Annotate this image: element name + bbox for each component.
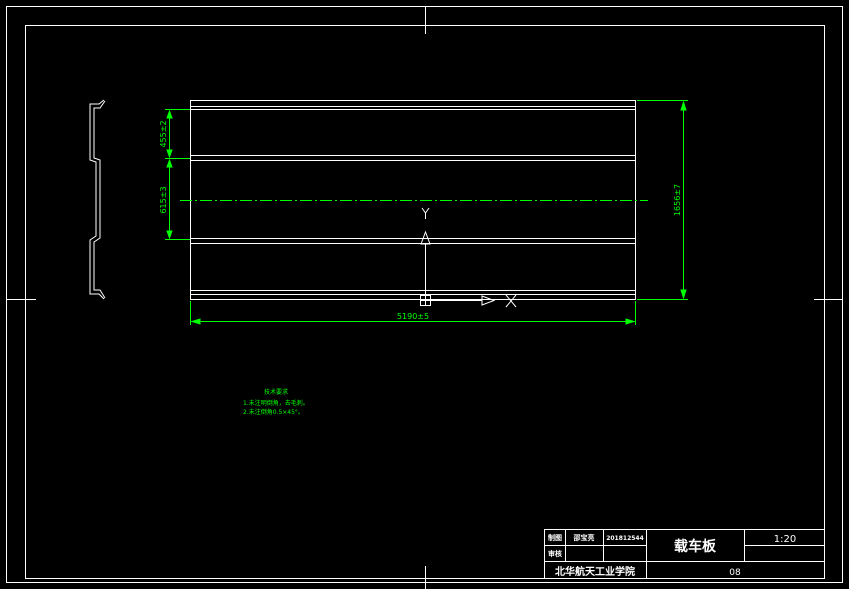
- dim-segment-middle-label: 615±3: [159, 186, 168, 213]
- side-profile-view: [89, 99, 106, 300]
- dim-segment-top-label: 455±2: [159, 120, 168, 147]
- dim-overall-height: [637, 100, 688, 300]
- dim-overall-width: [190, 301, 636, 325]
- plate-rib-lines: [190, 106, 636, 295]
- title-school: 北华航天工业学院: [555, 565, 635, 578]
- title-block: [544, 529, 825, 579]
- title-drawing-no: 08: [729, 568, 741, 578]
- dim-overall-width-label: 5190±5: [397, 312, 429, 321]
- tech-note-1: 1.未注明倒角，去毛刺。: [243, 399, 309, 407]
- dim-overall-height-label: 1656±7: [673, 184, 682, 216]
- title-student-id: 201812544: [606, 535, 644, 542]
- dim-segments-left: [165, 109, 190, 240]
- centering-marks: [6, 6, 843, 589]
- title-drawn-label: 制图: [548, 533, 562, 542]
- title-designer: 邵宝亮: [573, 533, 595, 542]
- title-part-name: 载车板: [674, 538, 717, 555]
- title-scale: 1:20: [774, 534, 796, 545]
- title-checked-label: 审核: [548, 549, 562, 558]
- tech-notes-title: 技术要求: [264, 388, 288, 396]
- tech-note-2: 2.未注倒角0.5×45°。: [243, 408, 304, 416]
- outer-border: [6, 6, 843, 583]
- ucs-axis-icon: [420, 207, 517, 308]
